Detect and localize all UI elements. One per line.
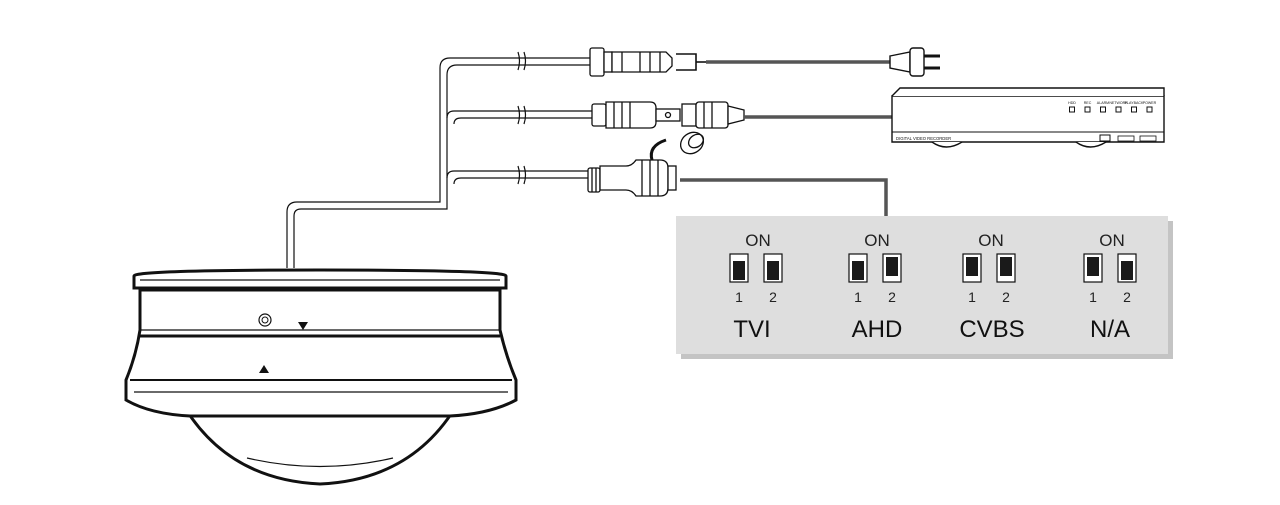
cable-break-marks xyxy=(517,51,527,185)
dip-switch-number: 1 xyxy=(968,289,976,305)
dip-switch-slider xyxy=(1121,261,1133,280)
dvr-led-indicator xyxy=(1100,106,1106,113)
dip-panel-background xyxy=(676,216,1168,354)
dip-mode-label: N/A xyxy=(1090,316,1130,343)
dvr-led-indicator xyxy=(1069,106,1075,113)
dip-switch-number: 1 xyxy=(1089,289,1097,305)
dip-switch-slider xyxy=(1087,257,1099,276)
dip-switch-slider xyxy=(733,261,745,280)
dip-switch-number: 2 xyxy=(1123,289,1131,305)
dvr-led-label: ALARM xyxy=(1097,101,1109,105)
dip-switch-number: 2 xyxy=(888,289,896,305)
aux-connector xyxy=(587,131,705,197)
camera-pigtail-cables xyxy=(286,57,596,268)
dvr-led-indicator xyxy=(1146,106,1153,113)
dvr-led-label: HDD xyxy=(1068,101,1076,105)
dip-panel-cable xyxy=(680,178,888,216)
dip-switch-number: 1 xyxy=(735,289,743,305)
dip-switch-slider xyxy=(886,257,898,276)
dvr-led-indicator xyxy=(1084,106,1091,113)
dip-switch-slider xyxy=(1000,257,1012,276)
dip-on-label: ON xyxy=(864,231,890,250)
dvr-led-indicator xyxy=(1115,106,1122,113)
power-plug-icon xyxy=(889,47,940,77)
bnc-video-connector xyxy=(591,101,745,129)
dip-on-label: ON xyxy=(1099,231,1125,250)
dip-switch-number: 2 xyxy=(769,289,777,305)
dip-switch-number: 1 xyxy=(854,289,862,305)
dip-mode-label: CVBS xyxy=(959,316,1024,343)
dip-switch-slider xyxy=(852,261,864,280)
dvr-front-label: DIGITAL VIDEO RECORDER xyxy=(896,136,951,141)
dip-switch-number: 2 xyxy=(1002,289,1010,305)
dip-mode-label: AHD xyxy=(852,316,903,343)
dip-on-label: ON xyxy=(978,231,1004,250)
dip-group-na: ON 1 2N/A xyxy=(1083,231,1137,343)
dvr-led-label: PLAYBACK xyxy=(1125,101,1144,105)
dvr-led-indicator xyxy=(1131,106,1137,113)
dip-switch-slider xyxy=(767,261,779,280)
dip-on-label: ON xyxy=(745,231,771,250)
dome-camera-icon xyxy=(124,268,518,486)
dvr-led-label: REC xyxy=(1084,101,1092,105)
dvr-led-label: NETWORK xyxy=(1109,101,1128,105)
dip-switch-panel xyxy=(676,216,1173,359)
dvr-icon xyxy=(891,87,1165,148)
dvr-led-label: POWER xyxy=(1143,101,1157,105)
dip-mode-label: TVI xyxy=(733,316,770,343)
dip-switch-slider xyxy=(966,257,978,276)
power-connector xyxy=(589,47,706,77)
